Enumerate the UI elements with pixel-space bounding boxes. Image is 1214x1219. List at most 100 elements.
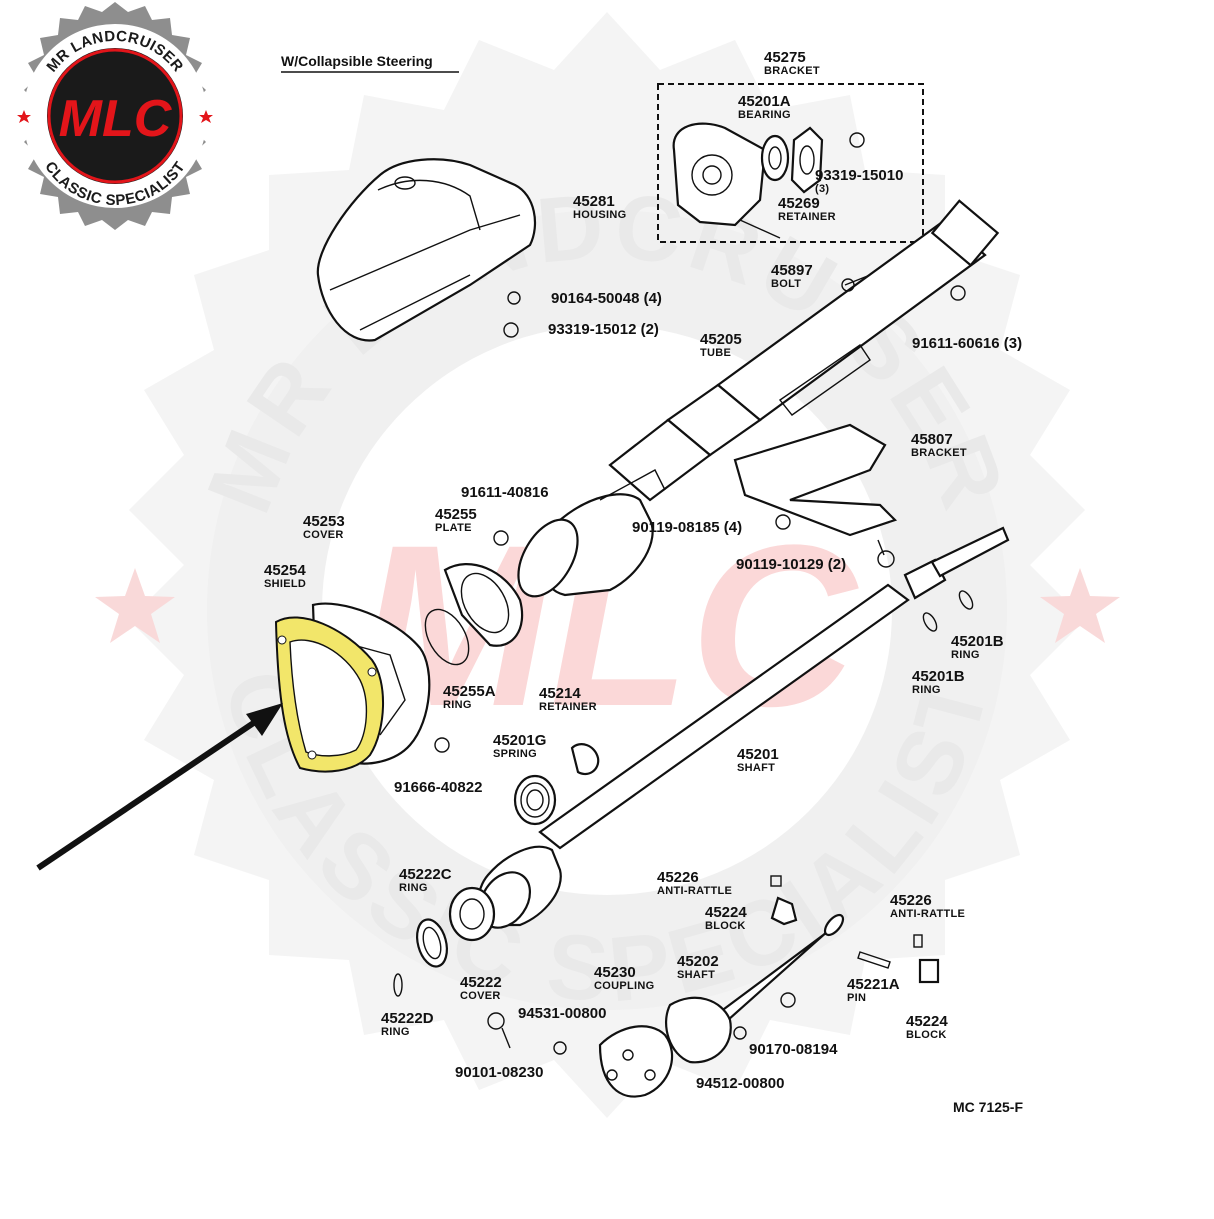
block-45224-a	[770, 896, 798, 926]
shield-45254-highlight	[274, 616, 385, 773]
part-number-label: 45255	[435, 506, 477, 523]
part-number-label: 45222	[460, 974, 502, 991]
part-name-label: BRACKET	[764, 65, 820, 77]
bracket-45275	[672, 122, 767, 227]
part-name-label: RING	[381, 1026, 410, 1038]
nut-90170-08194	[780, 992, 796, 1008]
bearing-45201a	[760, 134, 790, 182]
shaft-45201	[477, 526, 1010, 929]
mlc-badge: MR LANDCRUISER CLASSIC SPECIALIST MLC	[17, 2, 213, 230]
part-number-label: 93319-15012 (2)	[548, 321, 659, 338]
block-45224-b	[918, 958, 940, 984]
bracket-assembly	[657, 83, 924, 243]
part-name-label: COVER	[460, 990, 501, 1002]
retainer-45269	[790, 126, 824, 194]
part-number-label: 90170-08194	[749, 1041, 838, 1058]
part-number-label: 45253	[303, 513, 345, 530]
part-name-label: RING	[443, 699, 472, 711]
part-number-label: 45201B	[951, 633, 1004, 650]
part-name-label: BLOCK	[705, 920, 746, 932]
tube-flange	[930, 199, 1000, 267]
ring-45201b-a	[958, 590, 974, 610]
part-name-label: RETAINER	[539, 701, 597, 713]
watermark-star-left	[95, 568, 175, 643]
part-number-label: 45202	[677, 953, 719, 970]
watermark-star-right	[1040, 568, 1120, 643]
bolt-45897	[841, 278, 855, 292]
badge-center	[47, 48, 183, 184]
plate-45255	[443, 563, 524, 647]
retainer-45214	[570, 743, 600, 776]
screw-90164-50048	[507, 291, 521, 305]
part-number-label: 45269	[778, 195, 820, 212]
part-name-label: BRACKET	[911, 447, 967, 459]
part-number-label: 90164-50048 (4)	[551, 290, 662, 307]
column-end	[517, 469, 666, 598]
part-number-label: 45201G	[493, 732, 546, 749]
washer-94512-00800	[733, 1026, 747, 1040]
screw-93319-15012	[503, 322, 519, 338]
badge-red-ring	[47, 48, 183, 184]
part-number-label: 93319-15010	[815, 167, 903, 184]
part-number-label: 45201	[737, 746, 779, 763]
cover-45222	[448, 886, 496, 942]
part-number-label: 90101-08230	[455, 1064, 543, 1081]
diagram-code: MC 7125-F	[953, 1099, 1023, 1115]
part-name-label: COUPLING	[594, 980, 654, 992]
pin-45221a	[857, 951, 891, 969]
part-number-label: 94512-00800	[696, 1075, 784, 1092]
part-name-label: PLATE	[435, 522, 472, 534]
part-name-label: RETAINER	[778, 211, 836, 223]
bolt-90101-08230	[487, 1012, 511, 1049]
part-number-label: 45201A	[738, 93, 791, 110]
part-number-label: 45224	[906, 1013, 948, 1030]
part-number-label: 45201B	[912, 668, 965, 685]
nut-91611-60616	[950, 285, 966, 301]
ring-45255a	[424, 608, 470, 666]
part-number-label: 45214	[539, 685, 581, 702]
part-labels: 45275BRACKET45201ABEARING45269RETAINER93…	[264, 49, 1022, 1092]
bolt-90119-08185	[775, 514, 791, 530]
part-name-label: BLOCK	[906, 1029, 947, 1041]
part-number-label: 45226	[890, 892, 932, 909]
washer-94531-00800	[553, 1041, 567, 1055]
part-number-label: 45807	[911, 431, 953, 448]
ring-45222d	[393, 973, 403, 997]
part-name-label: TUBE	[700, 347, 731, 359]
part-name-label: PIN	[847, 992, 866, 1004]
part-number-label: 45222D	[381, 1010, 434, 1027]
part-number-label: 45221A	[847, 976, 900, 993]
part-name-label: RING	[399, 882, 428, 894]
nut-91611-40816	[493, 530, 509, 546]
part-name-label: RING	[951, 649, 980, 661]
badge-logo-text: MLC	[59, 90, 173, 148]
part-number-label: 45205	[700, 331, 742, 348]
part-number-label: 45275	[764, 49, 806, 66]
badge-star-left	[17, 110, 31, 123]
housing-45281	[316, 158, 537, 342]
anti-rattle-45226-b	[913, 934, 923, 948]
part-name-label: BEARING	[738, 109, 791, 121]
part-number-label: 91666-40822	[394, 779, 482, 796]
coupling-45230	[598, 1025, 674, 1098]
pointer-arrow	[36, 703, 283, 871]
part-name-label: SHAFT	[677, 969, 715, 981]
part-number-label: 94531-00800	[518, 1005, 606, 1022]
part-number-label: 45222C	[399, 866, 452, 883]
part-number-label: 91611-40816	[461, 484, 549, 501]
part-number-label: 45226	[657, 869, 699, 886]
part-number-label: 45255A	[443, 683, 496, 700]
part-name-label: COVER	[303, 529, 344, 541]
part-number-label: 90119-08185 (4)	[632, 519, 742, 536]
ring-45201b-b	[922, 612, 938, 632]
bolt-91666-40822	[434, 737, 450, 753]
part-number-label: 45281	[573, 193, 615, 210]
diagram-title: W/Collapsible Steering	[281, 53, 433, 69]
part-number-label: 91611-60616 (3)	[912, 335, 1022, 352]
bolt-90119-10129	[877, 550, 895, 568]
part-name-label: SHAFT	[737, 762, 775, 774]
part-number-label: 90119-10129 (2)	[736, 556, 846, 573]
anti-rattle-45226-a	[770, 875, 782, 887]
